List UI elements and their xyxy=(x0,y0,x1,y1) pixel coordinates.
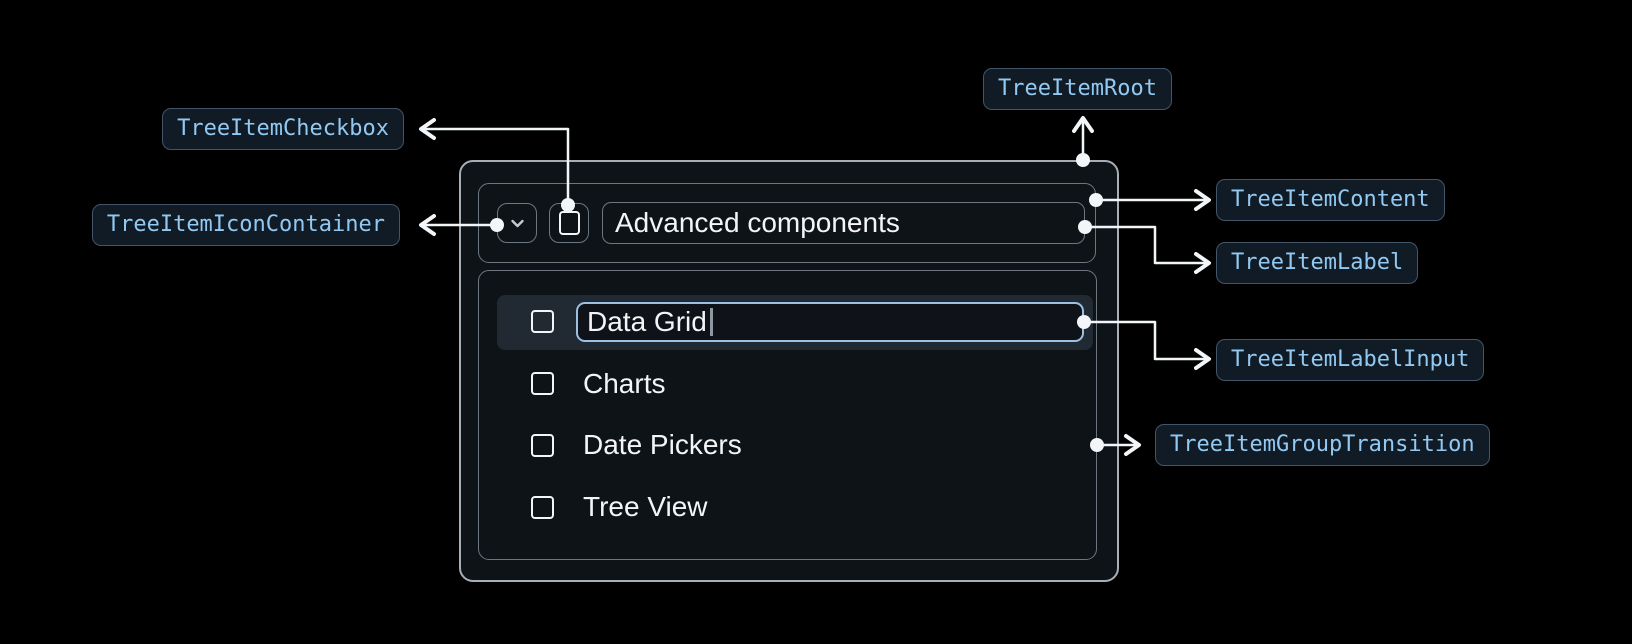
row-checkbox-datepickers[interactable] xyxy=(531,434,554,457)
annotation-badge-tree-item-group-transition: TreeItemGroupTransition xyxy=(1155,424,1490,466)
annotation-badge-tree-item-icon-container: TreeItemIconContainer xyxy=(91,204,400,246)
tree-item-root[interactable] xyxy=(459,160,1119,582)
tree-item-label[interactable]: Advanced components xyxy=(602,202,1085,244)
chevron-down-icon xyxy=(508,214,527,233)
annotation-badge-tree-item-label-input: TreeItemLabelInput xyxy=(1216,339,1485,381)
row-checkbox-treeview[interactable] xyxy=(531,496,554,519)
label-input-value: Data Grid xyxy=(587,306,707,337)
row-checkbox-charts[interactable] xyxy=(531,372,554,395)
annotation-badge-tree-item-root: TreeItemRoot xyxy=(983,68,1172,110)
parent-checkbox[interactable] xyxy=(549,203,589,243)
arrowhead-right-label xyxy=(1194,252,1211,274)
annotation-badge-tree-item-label: TreeItemLabel xyxy=(1216,242,1419,284)
annotation-badge-tree-item-checkbox: TreeItemCheckbox xyxy=(162,108,404,150)
arrowhead-right-content xyxy=(1194,189,1211,211)
checkbox-unchecked-icon xyxy=(558,211,580,235)
row-label-datepickers[interactable]: Date Pickers xyxy=(583,429,742,460)
arrowhead-right-labelinput xyxy=(1194,348,1211,370)
arrowhead-left-iconcontainer xyxy=(419,214,436,236)
text-cursor xyxy=(709,308,713,336)
arrowhead-left-checkbox xyxy=(419,118,436,140)
row-label-treeview[interactable]: Tree View xyxy=(583,491,708,522)
arrowhead-right-group xyxy=(1124,434,1141,456)
tree-item-label-input[interactable]: Data Grid xyxy=(576,302,1084,342)
row-label-charts[interactable]: Charts xyxy=(583,368,666,399)
tree-item-content[interactable] xyxy=(478,183,1096,263)
arrowhead-up-root xyxy=(1072,116,1094,133)
tree-item-group-transition xyxy=(478,270,1097,560)
row-checkbox-datagrid[interactable] xyxy=(531,310,554,333)
annotation-badge-tree-item-content: TreeItemContent xyxy=(1216,179,1445,221)
expand-collapse-button[interactable] xyxy=(497,203,537,243)
